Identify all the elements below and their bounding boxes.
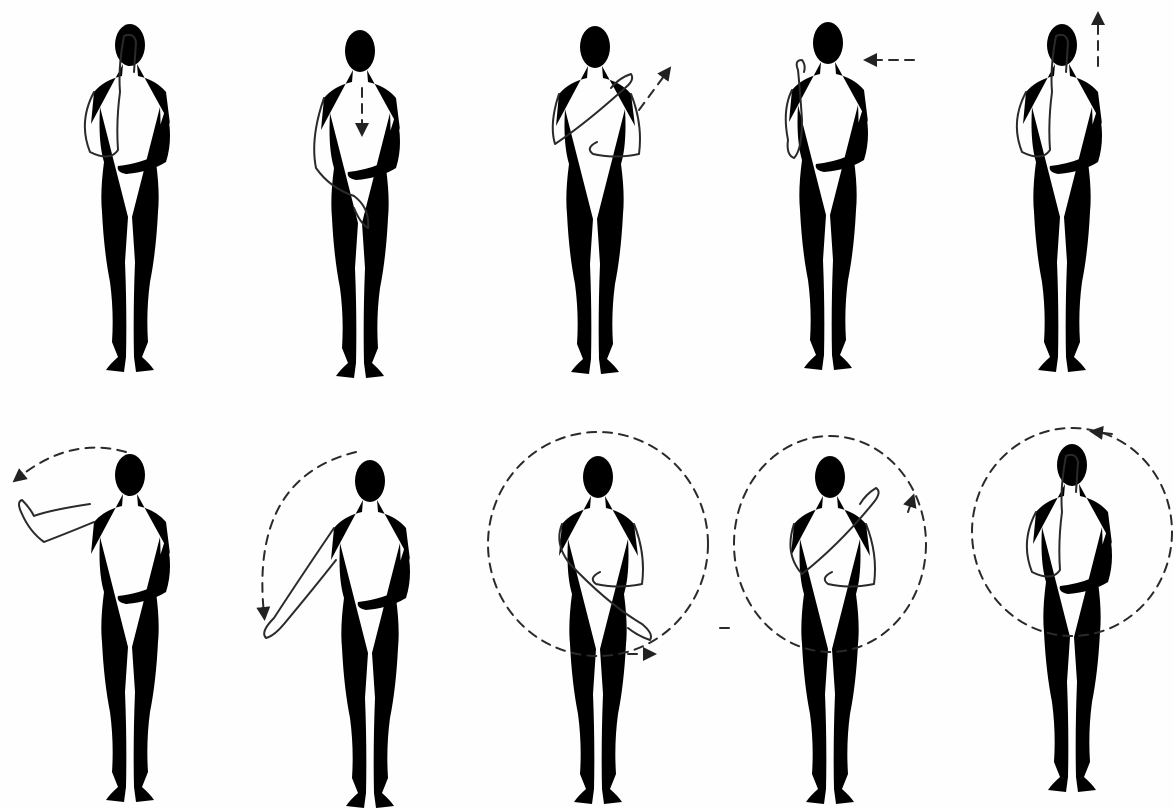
figure-5	[1017, 18, 1102, 372]
figure-10	[972, 428, 1172, 792]
figure-9	[720, 436, 926, 804]
figure-1	[85, 24, 170, 372]
figure-8	[488, 432, 708, 804]
figure-2	[314, 30, 400, 378]
figure-4	[786, 22, 914, 370]
figure-7	[262, 452, 410, 808]
figure-3	[553, 26, 667, 374]
figure-6	[18, 448, 170, 802]
